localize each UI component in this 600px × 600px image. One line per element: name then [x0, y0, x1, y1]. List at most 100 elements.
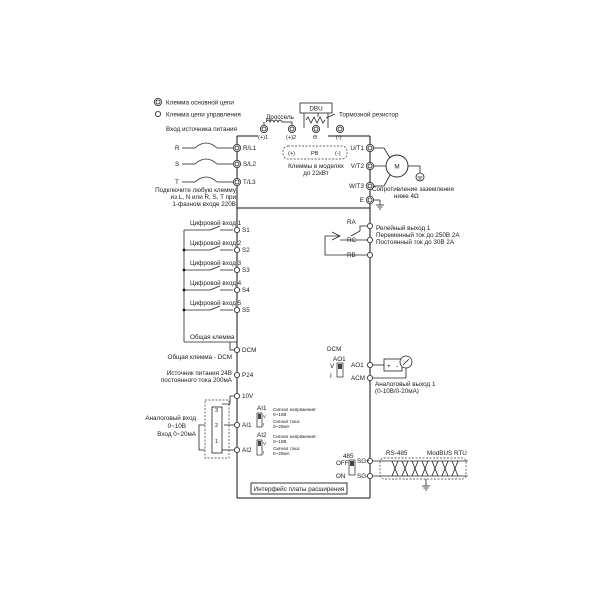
- potentiometer-symbol: [211, 406, 223, 454]
- expansion-section: Интерфейс платы расширения: [250, 482, 348, 495]
- ai-line-3: Вход 0~20мА: [157, 431, 197, 438]
- relay-line-3: Постоянный ток до 30В 2А: [376, 238, 455, 246]
- power24-section: Источник питания 24В постоянного тока 20…: [161, 370, 254, 384]
- terminal-ao1: [366, 361, 373, 368]
- rs485-termination-switch[interactable]: [348, 459, 356, 476]
- ao1-switch-label: AO1: [333, 356, 346, 363]
- ut1-label: U/T1: [350, 145, 364, 152]
- terminal-s2: [233, 246, 240, 253]
- input-power-label: Вход источника питания: [166, 126, 237, 133]
- rc-label: RC: [347, 237, 357, 244]
- pb-plus-label: (+): [288, 151, 295, 157]
- dbu-box: [299, 102, 333, 114]
- sw-ai1-text-3: Сигнал тока:: [273, 419, 300, 424]
- meter-minus: -: [396, 363, 398, 370]
- choke-label: Дроссель: [266, 114, 295, 121]
- terminal-vt2-inner: [367, 163, 373, 169]
- term-ai1-label: AI1: [242, 422, 252, 429]
- analog-input-section: 3 2 1 10V AI1 AI2 Аналоговый вход 0~10В …: [145, 392, 317, 459]
- expansion-interface-box: [250, 482, 348, 495]
- terminal-minus-sym-inner: [313, 126, 319, 132]
- ao1-switch-knob: [338, 364, 342, 369]
- models-note-2: до 22кВт: [303, 170, 329, 177]
- dcm-label: DCM: [242, 347, 256, 354]
- ai2-dip-switch[interactable]: [256, 439, 263, 456]
- twisted-pair-cable: [379, 457, 467, 480]
- power-input-section: Вход источника питания R S T R/L1 S/L2 T…: [155, 126, 257, 208]
- terminal-s3: [233, 266, 240, 273]
- relay-line-1: Релейный выход 1: [376, 224, 431, 232]
- phase-s-label: S: [175, 161, 179, 168]
- terminal-p24: [233, 371, 240, 378]
- terminal-ut1-inner: [367, 145, 373, 151]
- terminal-ai1: [233, 421, 240, 428]
- potentiometer-box: [204, 399, 230, 459]
- breaker-r: [194, 142, 218, 149]
- s2-label: S2: [242, 247, 250, 254]
- terminal-rb: [366, 251, 373, 258]
- pot-pin-1: 1: [215, 439, 218, 445]
- di1-gap: [210, 228, 220, 232]
- sw-ai2-i: I: [263, 450, 264, 455]
- terminal-s4: [233, 286, 240, 293]
- rl1-label: R/L1: [243, 145, 257, 152]
- sw485-on: ON: [336, 473, 346, 480]
- di3-junction: [182, 268, 186, 272]
- label-plus1: (+)1: [258, 135, 268, 141]
- ai1-dip-switch[interactable]: [256, 412, 263, 428]
- choke-coil-symbol: [265, 119, 283, 123]
- brake-resistor-label: Тормозной резистор: [339, 111, 399, 119]
- common-terminal-label: Общая клемма: [190, 333, 235, 341]
- di2-gap: [210, 248, 220, 252]
- di2-switch: [209, 245, 221, 251]
- di4-junction: [182, 288, 186, 292]
- rb-wire: [324, 235, 367, 256]
- ao-v-label: V: [330, 363, 335, 370]
- terminal-tl3-inner: [234, 179, 240, 185]
- meter-needle: [402, 358, 410, 366]
- ao-line-1: Аналоговый выход 1: [375, 380, 436, 388]
- sg-plus-label: SG+: [357, 458, 370, 465]
- wire-w-2: [383, 174, 391, 187]
- terminal-s5: [233, 306, 240, 313]
- term-ai2-label: AI2: [242, 447, 252, 454]
- sw-ai2-label: AI2: [257, 432, 267, 439]
- terminal-s1: [233, 226, 240, 233]
- terminal-acm: [366, 374, 373, 381]
- vt2-label: V/T2: [351, 163, 365, 170]
- s3-label: S3: [242, 267, 250, 274]
- sw-ai2-text-3: Сигнал тока:: [273, 446, 300, 451]
- wt3-label: W/T3: [349, 183, 365, 190]
- pot-pin-2: 2: [215, 423, 218, 429]
- single-phase-note-1: Подключите любую клемму: [155, 186, 237, 194]
- di4-switch: [209, 285, 221, 291]
- relay-contact: [350, 230, 361, 237]
- sg-minus-label: SG-: [357, 473, 368, 480]
- terminal-sg-minus: [366, 472, 373, 479]
- twisted-pair-lines-2: [391, 460, 459, 477]
- di4-gap: [210, 288, 220, 292]
- phase-r-label: R: [175, 145, 180, 152]
- terminal-wt3-inner: [367, 183, 373, 189]
- di3-gap: [210, 268, 220, 272]
- sw-ai1-text-4: 0~20мА: [273, 424, 291, 429]
- terminal-e-inner: [367, 197, 373, 203]
- ao-dcm-label: DCM: [327, 346, 341, 353]
- s4-label: S4: [242, 287, 250, 294]
- sl2-label: S/L2: [243, 161, 256, 168]
- analog-output-section: DCM AO1 V I AO1 ACM + - Аналоговый выход…: [327, 346, 436, 395]
- e-label: E: [360, 197, 364, 204]
- pot-wire-return: [198, 424, 205, 451]
- wire-u-2: [383, 147, 391, 159]
- terminal-minus-inner: [337, 126, 343, 132]
- di2-junction: [182, 248, 186, 252]
- ao1-term-label: AO1: [351, 362, 364, 369]
- pot-pin-3: 3: [215, 408, 218, 414]
- breaker-t: [194, 176, 218, 183]
- sw-ai2-text-2: 0~10В: [273, 439, 286, 444]
- ai-line-1: Аналоговый вход: [145, 414, 196, 422]
- sw-ai2-text-4: 0~20мА: [273, 451, 291, 456]
- terminal-sl2-inner: [234, 161, 240, 167]
- pb-label: PB: [311, 151, 319, 157]
- ao1-switch[interactable]: [336, 362, 344, 378]
